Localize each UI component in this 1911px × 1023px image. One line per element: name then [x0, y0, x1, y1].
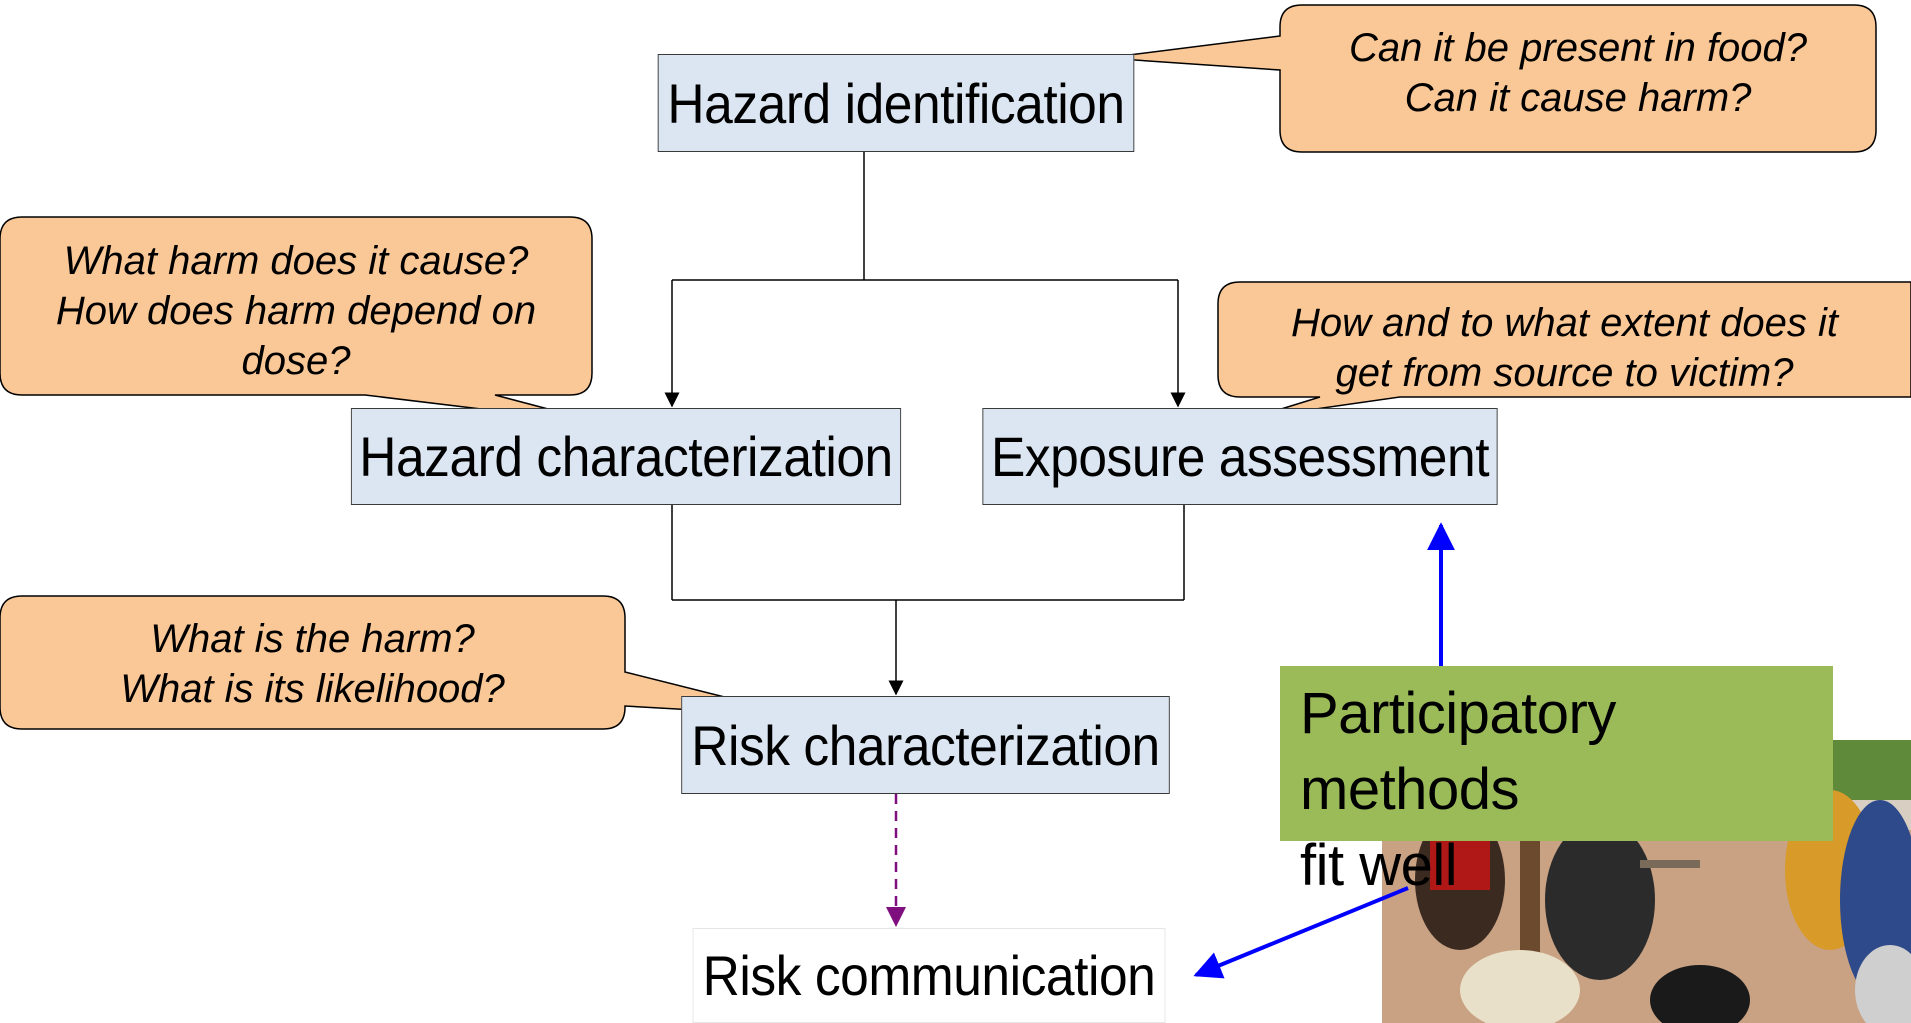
callout-characterization-text: What harm does it cause? How does harm d… — [0, 236, 592, 386]
callout-exposure-text: How and to what extent does it get from … — [1218, 298, 1911, 398]
hazard-identification-box: Hazard identification — [657, 54, 1135, 152]
risk-communication-box: Risk communication — [692, 928, 1166, 1023]
hazard-characterization-box: Hazard characterization — [350, 408, 902, 505]
callout-risk-bubble — [0, 595, 801, 730]
callout-line: How and to what extent does it — [1291, 301, 1838, 345]
callout-line: get from source to victim? — [1335, 351, 1794, 395]
callout-exposure-bubble — [1217, 281, 1911, 419]
participatory-line: fit well — [1300, 833, 1458, 898]
callout-identification-text: Can it be present in food? Can it cause … — [1280, 23, 1876, 123]
callout-line: Can it be present in food? — [1348, 26, 1808, 70]
callout-line: What harm does it cause? — [63, 239, 529, 283]
callout-line: dose? — [241, 339, 351, 383]
participatory-methods-label: Participatory methods fit well — [1280, 666, 1833, 898]
callout-line: What is its likelihood? — [120, 667, 505, 711]
callout-identification-bubble — [1104, 4, 1877, 153]
callout-line: What is the harm? — [150, 617, 475, 661]
callout-risk-text: What is the harm? What is its likelihood… — [0, 614, 625, 714]
participatory-line: Participatory methods — [1300, 681, 1616, 822]
exposure-assessment-box: Exposure assessment — [982, 408, 1498, 505]
risk-characterization-box: Risk characterization — [681, 696, 1170, 794]
flow-connectors — [664, 152, 1186, 696]
callout-line: How does harm depend on — [55, 289, 537, 333]
blue-arrow-communication — [1193, 886, 1409, 979]
callout-line: Can it cause harm? — [1404, 76, 1752, 120]
